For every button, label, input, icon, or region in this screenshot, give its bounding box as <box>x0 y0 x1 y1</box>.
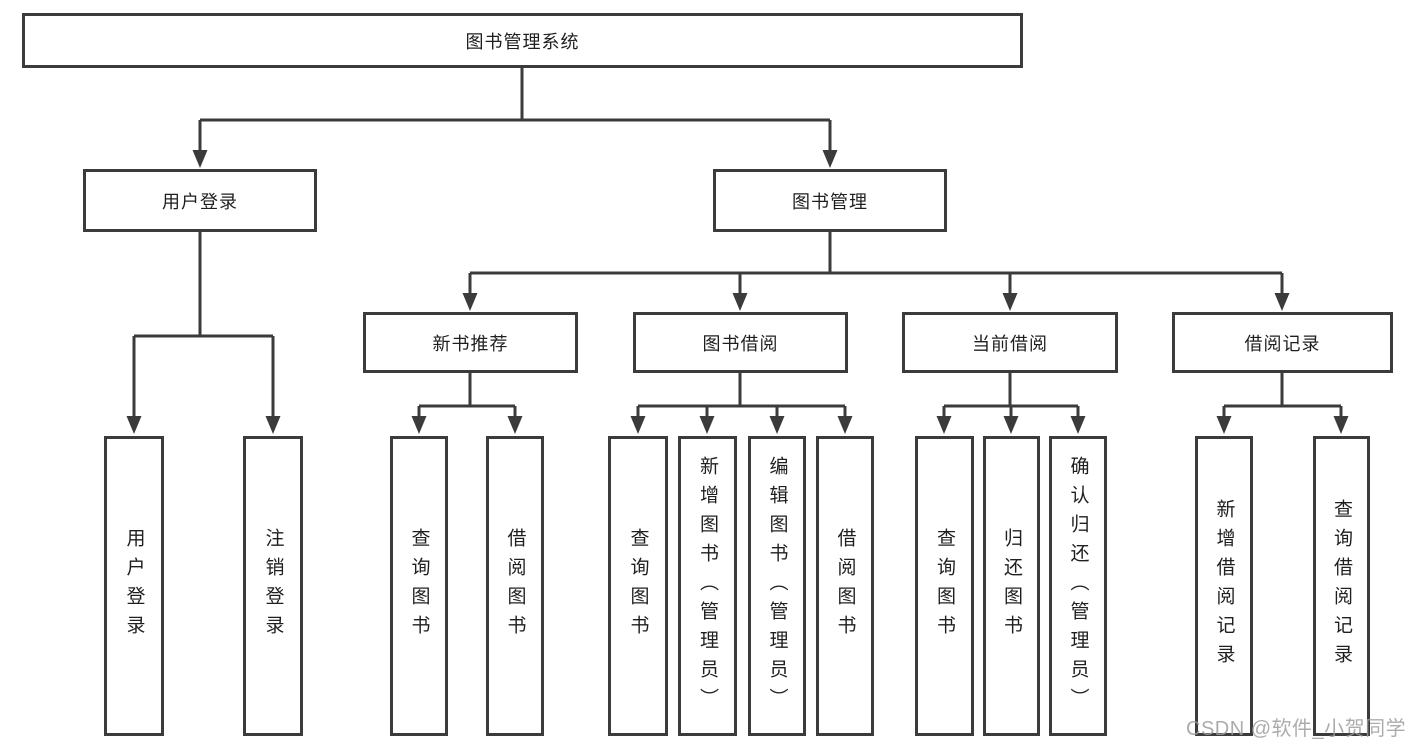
node-borrow-records: 借阅记录 <box>1172 312 1393 373</box>
leaf-return-books-label: 归还图书 <box>1001 528 1022 644</box>
leaf-borrow-books-2: 借阅图书 <box>816 436 874 736</box>
node-book-management: 图书管理 <box>713 169 947 232</box>
leaf-add-borrow-record-label: 新增借阅记录 <box>1213 499 1235 673</box>
leaf-query-books-3-label: 查询图书 <box>934 528 955 644</box>
leaf-add-borrow-record: 新增借阅记录 <box>1195 436 1253 736</box>
leaf-confirm-return-admin-label: 确认归还（管理员） <box>1067 455 1089 717</box>
node-new-book-recommend: 新书推荐 <box>363 312 578 373</box>
leaf-query-borrow-record: 查询借阅记录 <box>1313 436 1370 736</box>
leaf-edit-book-admin: 编辑图书（管理员） <box>748 436 806 736</box>
node-library-management-system: 图书管理系统 <box>22 13 1023 68</box>
leaf-add-book-admin: 新增图书（管理员） <box>678 436 737 736</box>
leaf-borrow-books-2-label: 借阅图书 <box>834 528 856 644</box>
leaf-query-books-2-label: 查询图书 <box>627 528 649 644</box>
leaf-borrow-books-1-label: 借阅图书 <box>504 528 526 644</box>
leaf-borrow-books-1: 借阅图书 <box>486 436 544 736</box>
node-current-borrowing: 当前借阅 <box>902 312 1118 373</box>
leaf-query-borrow-record-label: 查询借阅记录 <box>1331 499 1352 673</box>
node-book-borrowing: 图书借阅 <box>633 312 848 373</box>
watermark-text: CSDN @软件_小贺同学 <box>1186 718 1405 740</box>
leaf-user-login-label: 用户登录 <box>123 528 145 644</box>
leaf-query-books-3: 查询图书 <box>915 436 974 736</box>
leaf-edit-book-admin-label: 编辑图书（管理员） <box>766 455 788 717</box>
leaf-query-books-2: 查询图书 <box>608 436 668 736</box>
leaf-query-books-1: 查询图书 <box>390 436 448 736</box>
leaf-return-books: 归还图书 <box>983 436 1040 736</box>
leaf-confirm-return-admin: 确认归还（管理员） <box>1049 436 1107 736</box>
leaf-add-book-admin-label: 新增图书（管理员） <box>697 455 718 717</box>
node-user-login: 用户登录 <box>83 169 317 232</box>
leaf-query-books-1-label: 查询图书 <box>408 528 430 644</box>
leaf-user-login: 用户登录 <box>104 436 164 736</box>
leaf-logout-label: 注销登录 <box>262 528 284 644</box>
leaf-logout: 注销登录 <box>243 436 303 736</box>
